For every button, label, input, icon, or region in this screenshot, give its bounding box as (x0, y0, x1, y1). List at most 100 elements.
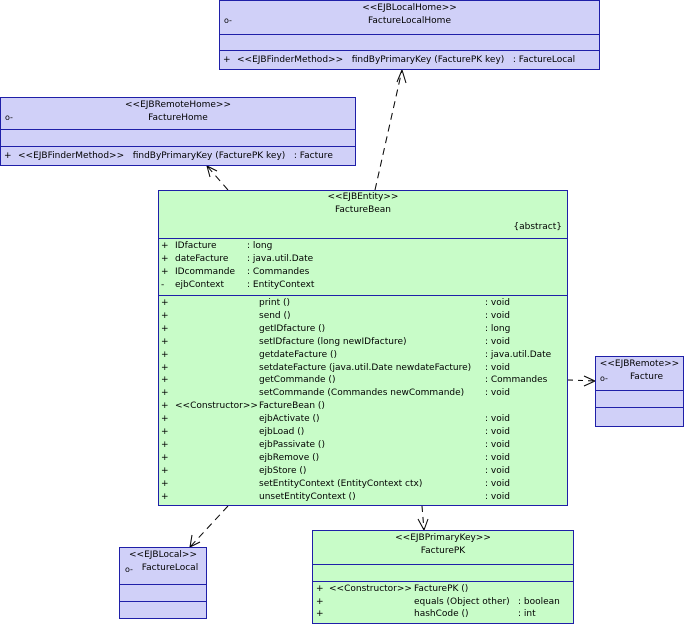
method-visibility: + (161, 465, 169, 476)
method-signature: setEntityContext (EntityContext ctx) (259, 478, 423, 489)
methods-section: + <<EJBFinderMethod>> findByPrimaryKey (… (220, 50, 599, 69)
method-visibility: + (316, 609, 324, 619)
method-return: : void (485, 465, 510, 476)
edge-bean-to-localhome (374, 69, 403, 191)
stereotype-label: <<EJBPrimaryKey>> (395, 533, 491, 543)
interface-icon: o- (600, 374, 608, 383)
arrowhead-home (206, 165, 218, 178)
method-visibility: + (161, 427, 169, 437)
attributes-section (596, 390, 683, 407)
attribute-name: dateFacture (175, 254, 229, 264)
attribute-name: ejbContext (175, 280, 225, 290)
class-facture-bean[interactable]: <<EJBEntity>> FactureBean {abstract} +ID… (158, 190, 568, 506)
method-visibility: + (161, 349, 169, 360)
class-name: FactureLocal (141, 563, 199, 573)
method-return: : void (485, 414, 510, 425)
method-signature: getdateFacture () (259, 349, 338, 360)
method-return: : void (485, 452, 510, 463)
method-return: : boolean (518, 596, 560, 607)
interface-icon: o- (5, 113, 13, 122)
method-visibility: + (223, 55, 231, 65)
edge-bean-to-pk (421, 505, 425, 531)
method-return: : void (485, 336, 510, 347)
class-name: Facture (629, 372, 664, 382)
class-name: FacturePK (420, 546, 466, 556)
edge-bean-to-facture (567, 379, 596, 382)
class-facture-home[interactable]: <<EJBRemoteHome>> o- FactureHome + <<EJB… (0, 97, 356, 166)
edge-bean-to-local (189, 505, 229, 548)
arrowhead-localhome (396, 68, 407, 84)
attributes-section (1, 129, 355, 146)
method-stereotype: <<Constructor>> (329, 584, 412, 594)
method-visibility: + (161, 310, 169, 321)
stereotype-label: <<EJBRemote>> (599, 359, 680, 369)
stereotype-label: <<EJBLocal>> (128, 550, 197, 560)
method-signature: ejbPassivate () (259, 439, 325, 450)
method-return: : long (485, 323, 511, 334)
method-visibility: + (161, 298, 169, 308)
method-visibility: + (161, 375, 169, 386)
method-visibility: + (161, 323, 169, 334)
arrowhead-local (189, 534, 201, 548)
method-visibility: + (161, 401, 169, 412)
method-signature: ejbStore () (259, 465, 307, 476)
attribute-name: IDfacture (175, 241, 217, 251)
class-facture-local[interactable]: <<EJBLocal>> o- FactureLocal (119, 547, 207, 619)
attribute-visibility: + (161, 254, 169, 264)
arrowhead-pk (417, 518, 429, 532)
method-visibility: + (161, 439, 169, 450)
method-signature: unsetEntityContext () (259, 491, 356, 502)
attributes-section (120, 584, 206, 601)
stereotype-label: <<EJBLocalHome>> (362, 3, 457, 13)
attribute-visibility: - (161, 280, 165, 290)
method-signature: <<EJBFinderMethod>> findByPrimaryKey (Fa… (237, 55, 576, 65)
method-signature: print () (259, 298, 291, 308)
method-signature: ejbActivate () (259, 414, 320, 425)
arrowhead-facture (583, 375, 597, 387)
method-visibility: + (161, 478, 169, 489)
abstract-tag: {abstract} (513, 222, 562, 232)
method-visibility: + (316, 596, 324, 607)
method-return: : void (485, 298, 510, 308)
method-signature: getIDfacture () (259, 323, 326, 334)
method-return: : void (485, 362, 510, 373)
method-visibility: + (161, 362, 169, 373)
method-return: : void (485, 491, 510, 502)
class-facture-local-home[interactable]: <<EJBLocalHome>> o- FactureLocalHome + <… (219, 0, 600, 70)
method-return: : int (518, 609, 536, 619)
method-visibility: + (4, 151, 12, 161)
class-facture[interactable]: <<EJBRemote>> o- Facture (595, 356, 684, 427)
method-signature: send () (259, 310, 291, 321)
method-return: : Commandes (485, 375, 548, 386)
attributes-section (313, 564, 573, 581)
method-visibility: + (161, 452, 169, 463)
method-visibility: + (161, 491, 169, 502)
method-signature: ejbLoad () (259, 427, 305, 437)
methods-section (120, 601, 206, 618)
methods-section: +<<Constructor>>FacturePK ()+equals (Obj… (313, 581, 573, 623)
attributes-section: +IDfacture: long+dateFacture: java.util.… (159, 238, 567, 295)
stereotype-label: <<EJBRemoteHome>> (125, 100, 231, 110)
method-stereotype: <<Constructor>> (175, 401, 258, 412)
method-signature: FactureBean () (259, 401, 325, 412)
method-return: : void (485, 310, 510, 321)
attribute-name: IDcommande (175, 267, 236, 277)
class-facture-pk[interactable]: <<EJBPrimaryKey>> FacturePK + <<Construct… (312, 530, 574, 624)
attribute-type: : long (247, 241, 273, 251)
method-visibility: + (161, 336, 169, 347)
attribute-visibility: + (161, 241, 169, 251)
method-signature: setCommande (Commandes newCommande) (259, 388, 465, 399)
method-visibility: + (316, 584, 324, 594)
attribute-type: : EntityContext (247, 280, 315, 290)
method-visibility: + (161, 414, 169, 425)
method-signature: ejbRemove () (259, 452, 320, 463)
class-name: FactureBean (334, 205, 392, 215)
method-signature: <<EJBFinderMethod>> findByPrimaryKey (Fa… (18, 151, 333, 161)
attribute-visibility: + (161, 267, 169, 277)
method-signature: FacturePK () (414, 584, 469, 594)
class-name: FactureLocalHome (368, 16, 451, 26)
interface-icon: o- (224, 16, 232, 25)
methods-section: + print () : void + send () : void + getIDfactu… (159, 295, 567, 505)
attributes-section (220, 34, 599, 50)
method-return: : java.util.Date (485, 349, 552, 360)
